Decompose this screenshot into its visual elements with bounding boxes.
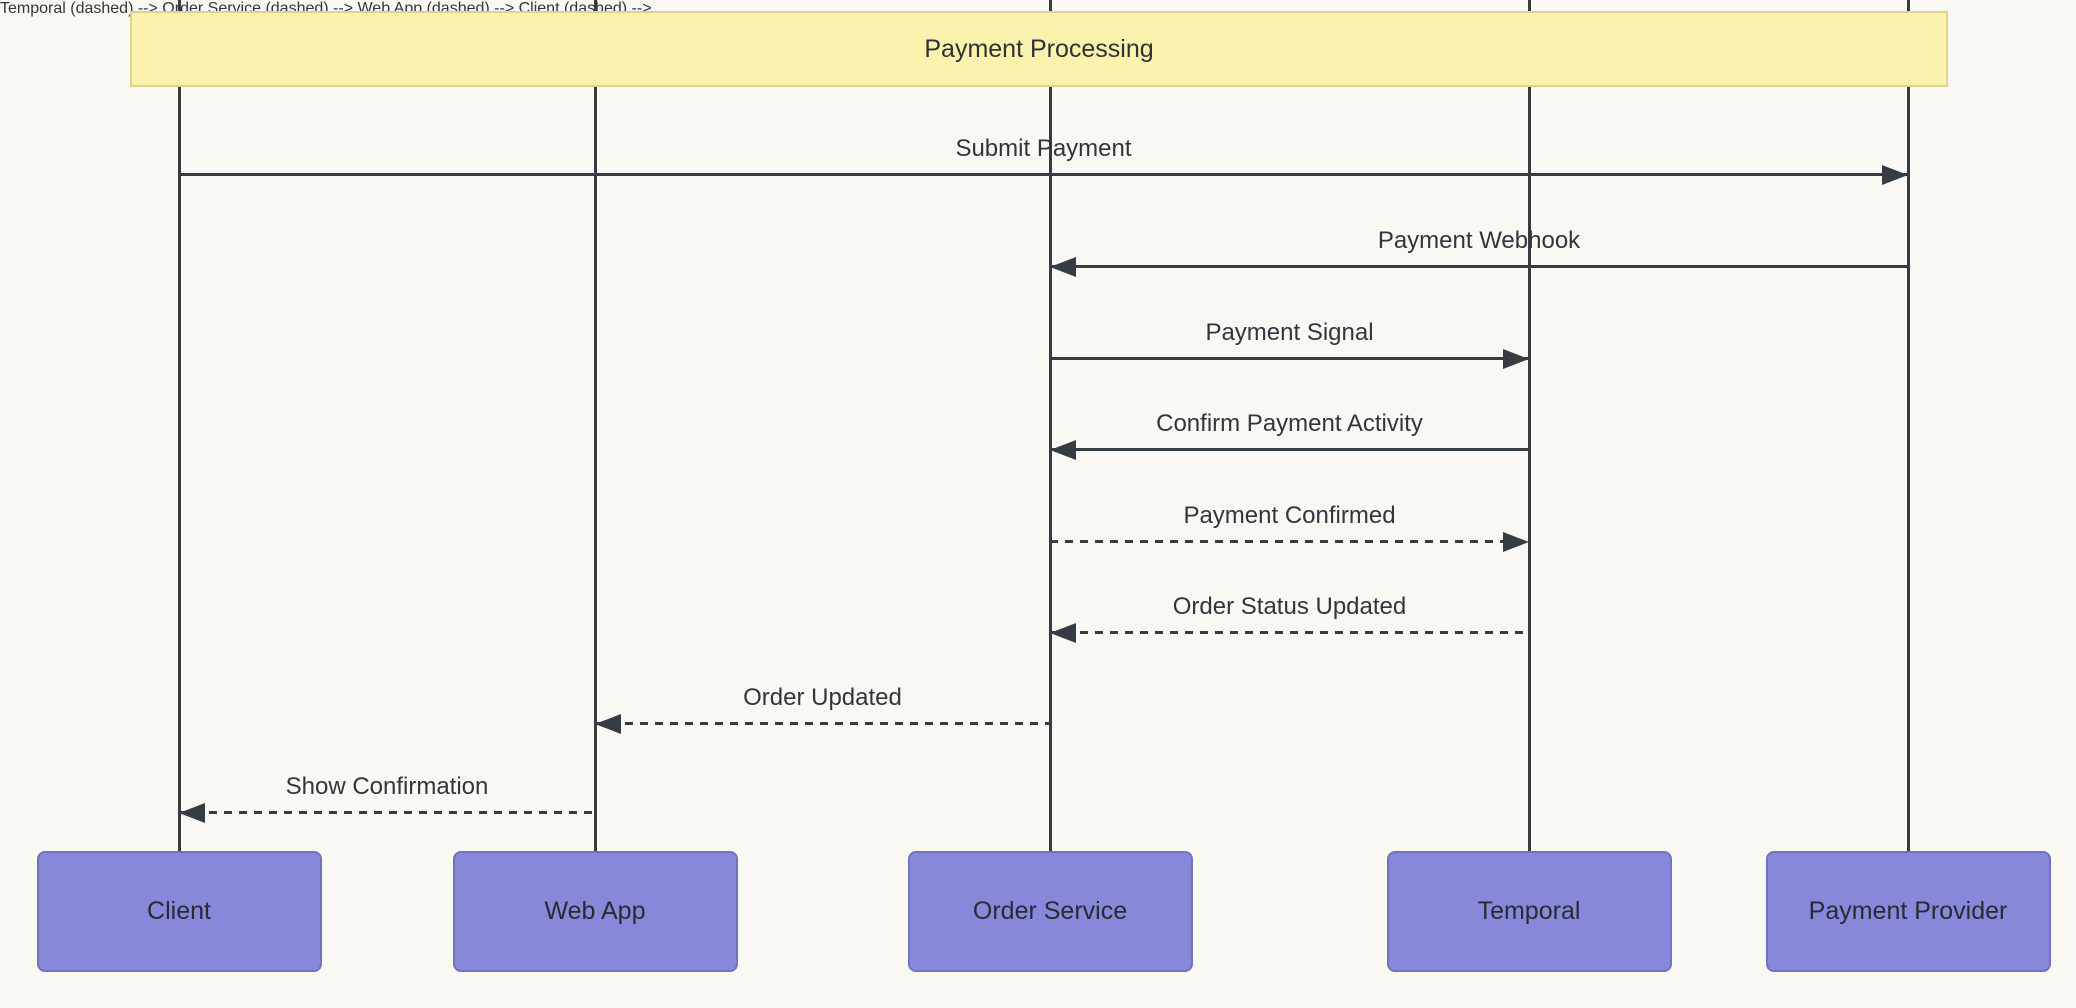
- arrowhead-left-icon: [1050, 623, 1076, 643]
- actor-client: Client: [36, 851, 322, 972]
- message-label: Payment Signal: [1205, 319, 1374, 346]
- message-line-dashed: [1050, 631, 1529, 634]
- arrowhead-right-icon: [1503, 349, 1529, 369]
- actor-label: Web App: [544, 897, 646, 925]
- message-label: Payment Confirmed: [1183, 502, 1396, 529]
- message-label: Confirm Payment Activity: [1156, 410, 1423, 437]
- lifeline-temporal: [1527, 0, 1531, 853]
- message-label: Order Status Updated: [1172, 593, 1407, 620]
- message-label: Submit Payment: [955, 135, 1132, 162]
- message-payment-signal: Payment Signal: [1050, 310, 1529, 369]
- note-payment-processing: Payment Processing: [130, 11, 1948, 87]
- message-submit-payment: Submit Payment: [179, 126, 1908, 185]
- arrowhead-left-icon: [1050, 440, 1076, 460]
- message-line-solid: [1050, 265, 1908, 268]
- arrowhead-right-icon: [1882, 165, 1908, 185]
- arrowhead-left-icon: [595, 714, 621, 734]
- arrowhead-right-icon: [1503, 532, 1529, 552]
- arrowhead-left-icon: [1050, 257, 1076, 277]
- message-show-confirmation: Show Confirmation: [179, 764, 595, 823]
- lifeline-client: [177, 0, 181, 853]
- message-confirm-payment-activity: Confirm Payment Activity: [1050, 401, 1529, 460]
- message-line-dashed: [179, 811, 595, 814]
- lifeline-web-app: [593, 0, 597, 853]
- actor-label: Temporal: [1477, 897, 1581, 925]
- note-label: Payment Processing: [924, 34, 1154, 63]
- message-label: Payment Webhook: [1377, 227, 1581, 254]
- lifeline-payment-provider: [1906, 0, 1910, 853]
- actor-temporal: Temporal: [1386, 851, 1672, 972]
- message-label: Show Confirmation: [285, 773, 489, 800]
- message-line-solid: [1050, 357, 1529, 360]
- message-order-updated: Order Updated: [595, 675, 1050, 734]
- actor-label: Client: [147, 897, 211, 925]
- lifeline-order-service: [1048, 0, 1052, 853]
- message-label: Order Updated: [743, 684, 902, 711]
- message-line-solid: [179, 173, 1908, 176]
- actor-web-app: Web App: [452, 851, 738, 972]
- message-order-status-updated: Order Status Updated: [1050, 584, 1529, 643]
- actor-order-service: Order Service: [907, 851, 1193, 972]
- message-line-solid: [1050, 448, 1529, 451]
- arrowhead-left-icon: [179, 803, 205, 823]
- message-line-dashed: [595, 722, 1050, 725]
- actor-payment-provider: Payment Provider: [1765, 851, 2051, 972]
- message-payment-confirmed: Payment Confirmed: [1050, 493, 1529, 552]
- actor-label: Payment Provider: [1808, 897, 2008, 925]
- message-payment-webhook: Payment Webhook: [1050, 218, 1908, 277]
- actor-label: Order Service: [972, 897, 1128, 925]
- message-line-dashed: [1050, 540, 1529, 543]
